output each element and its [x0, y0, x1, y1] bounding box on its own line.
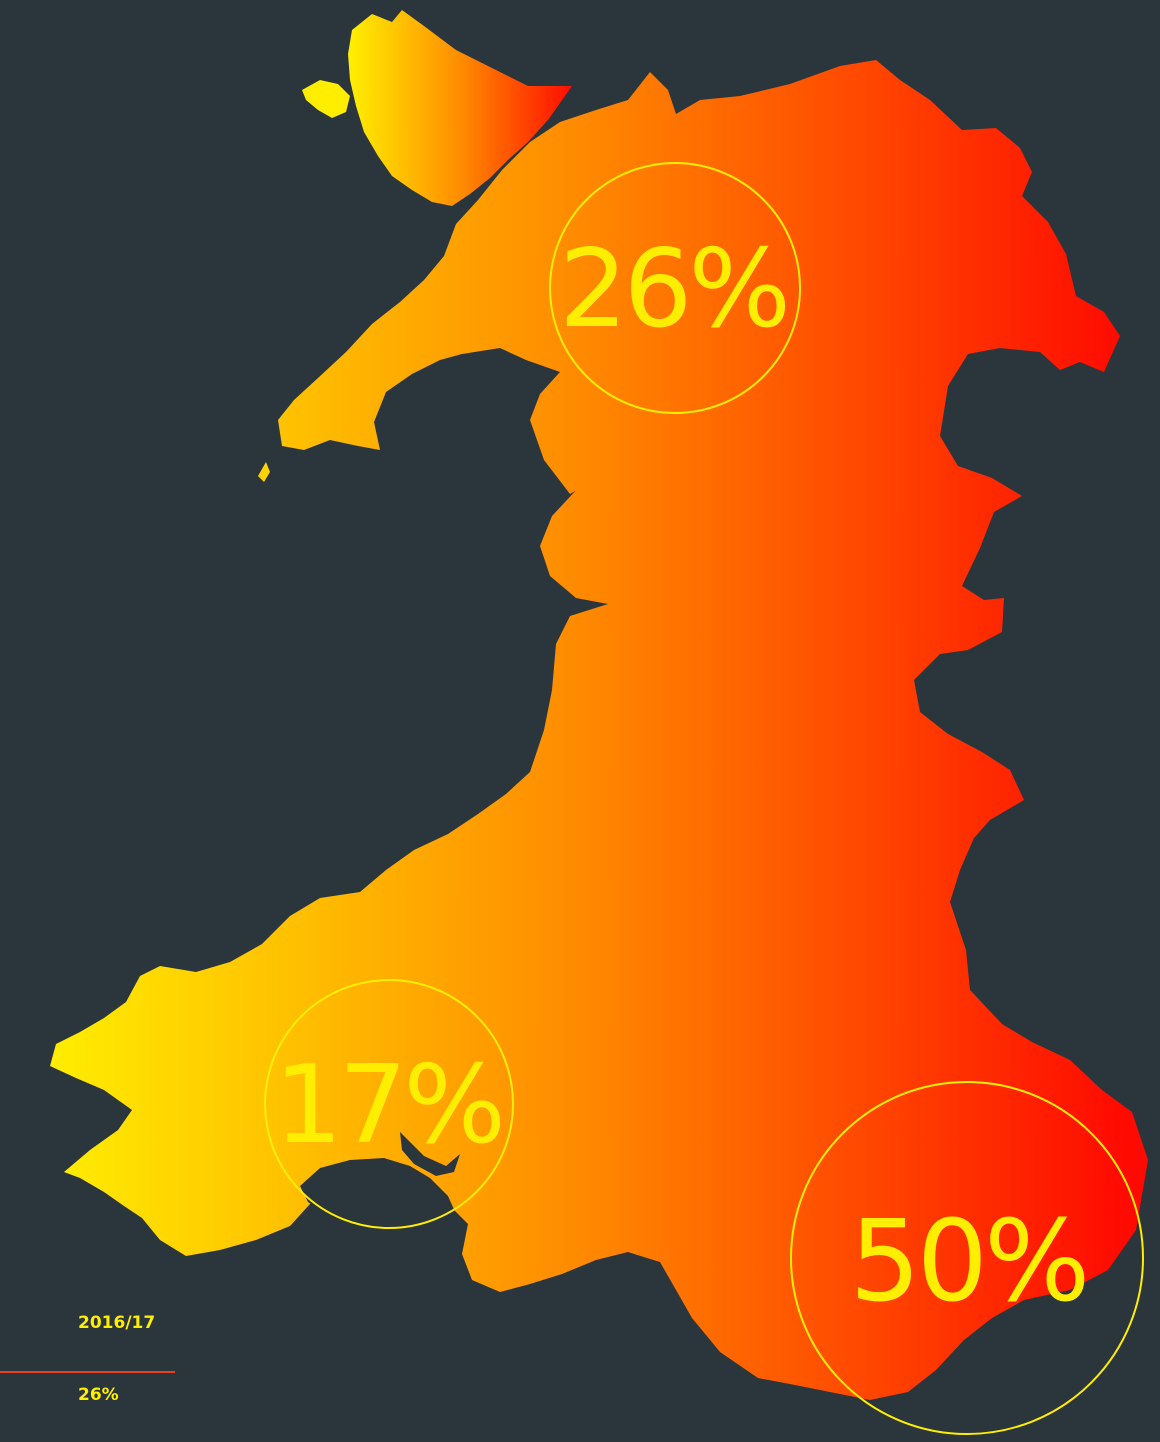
swansea-bay	[300, 1158, 456, 1228]
holy-island-shape	[302, 80, 350, 118]
region-label-southeast: 50%	[850, 1197, 1087, 1327]
region-circle-north	[549, 162, 801, 414]
region-label-north: 26%	[559, 227, 787, 352]
anglesey-shape	[348, 10, 572, 206]
region-circle-southeast	[790, 1081, 1144, 1435]
legend-divider	[0, 1371, 175, 1373]
mainland-shape	[50, 60, 1148, 1400]
region-label-west: 17%	[274, 1043, 502, 1168]
legend-value: 26%	[78, 1385, 119, 1405]
region-circle-west	[264, 979, 514, 1229]
legend-period: 2016/17	[78, 1313, 156, 1333]
bardsey-shape	[258, 462, 270, 482]
estuary-inlet	[400, 1132, 460, 1176]
